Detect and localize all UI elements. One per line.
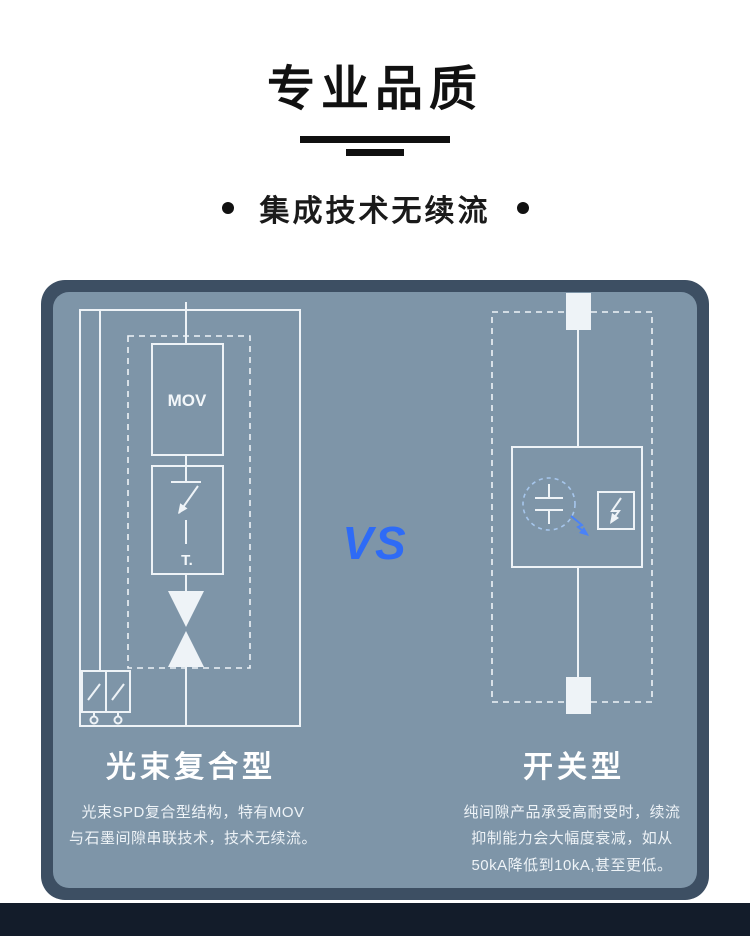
lightning-arrowhead-icon xyxy=(610,513,619,524)
gap-trigger-arrowhead-icon xyxy=(178,503,188,514)
gap-highlight-circle-icon xyxy=(522,477,576,531)
footer-band xyxy=(0,903,750,936)
subtitle-dot-left-icon xyxy=(221,202,234,214)
left-desc-line: 与石墨间隙串联技术，技术无续流。 xyxy=(68,830,317,848)
right-type-desc: 纯间隙产品承受高耐受时，续流 抑制能力会大幅度衰减，如从 50kA降低到10kA… xyxy=(447,800,697,879)
left-desc-line: 光束SPD复合型结构，特有MOV xyxy=(81,804,305,821)
subtitle: 集成技术无续流 xyxy=(0,186,750,230)
header: 专业品质 集成技术无续流 xyxy=(0,0,750,230)
right-desc-line: 抑制能力会大幅度衰减，如从 xyxy=(471,830,673,848)
surge-box xyxy=(597,491,635,530)
terminal-contact-right xyxy=(111,683,125,701)
left-type-desc: 光束SPD复合型结构，特有MOV 与石墨间隙串联技术，技术无续流。 xyxy=(53,800,333,853)
right-desc-line: 50kA降低到10kA,甚至更低。 xyxy=(471,856,673,874)
left-dashed-module-frame xyxy=(127,335,251,669)
diode-up-icon xyxy=(168,631,204,667)
subtitle-text: 集成技术无续流 xyxy=(259,195,491,228)
title-underline-long xyxy=(300,136,450,143)
left-outer-frame xyxy=(79,309,301,727)
title-underline-short xyxy=(346,149,404,156)
composite-spd-circuit-diagram: MOV T. xyxy=(79,302,301,727)
right-type-name: 开关型 xyxy=(523,751,625,784)
mov-box xyxy=(151,343,224,456)
trigger-gap-box xyxy=(151,465,224,575)
subtitle-dot-right-icon xyxy=(516,202,529,214)
top-terminal-block xyxy=(566,293,591,330)
mov-label: MOV xyxy=(168,391,207,410)
vs-label: VS xyxy=(342,517,408,569)
terminal-contact-left xyxy=(87,683,101,701)
terminal-ring-left-icon xyxy=(89,715,99,725)
comparison-panel: MOV T. xyxy=(41,280,709,900)
switch-type-circuit-diagram xyxy=(491,293,653,714)
comparison-panel-inner: MOV T. xyxy=(53,292,697,888)
terminal-ring-right-icon xyxy=(113,715,123,725)
t-label: T. xyxy=(181,552,193,569)
right-desc-line: 纯间隙产品承受高耐受时，续流 xyxy=(463,804,681,821)
gap-module-box xyxy=(511,446,643,568)
arc-arrowhead-icon xyxy=(579,527,589,536)
bottom-terminal-block xyxy=(566,677,591,714)
right-dashed-frame xyxy=(491,311,653,703)
left-type-name: 光束复合型 xyxy=(106,751,276,784)
diode-down-icon xyxy=(168,591,204,627)
page-title: 专业品质 xyxy=(266,63,483,116)
